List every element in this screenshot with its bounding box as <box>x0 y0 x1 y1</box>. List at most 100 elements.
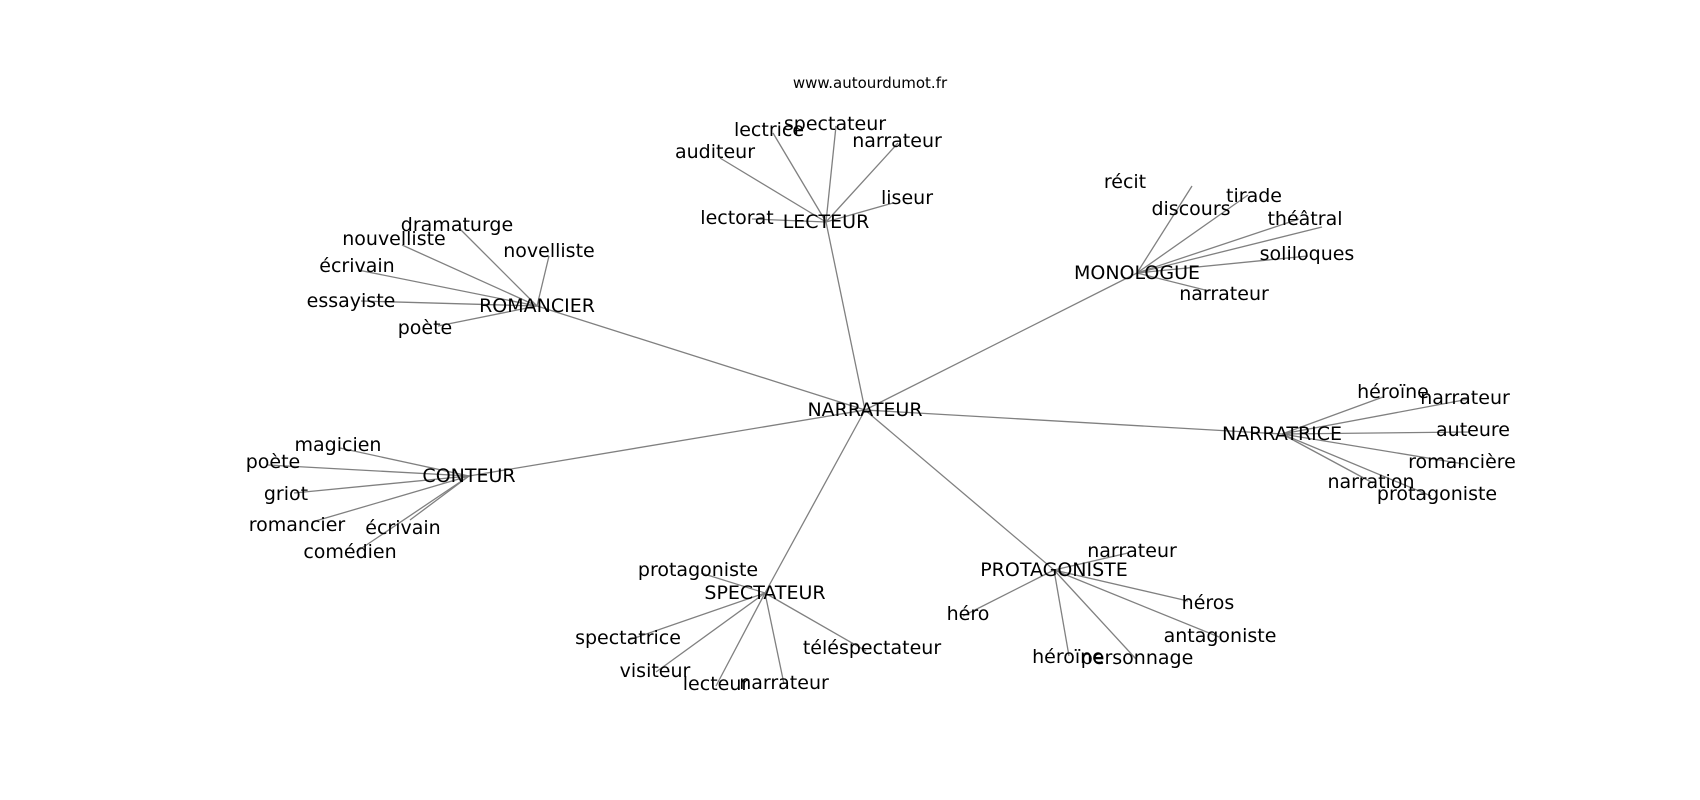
cluster-node-7: PROTAGONISTE <box>980 559 1128 581</box>
edge-c6-3 <box>655 592 766 673</box>
edge-c2-1 <box>459 228 538 307</box>
leaf-node-c4-5: narration <box>1327 471 1414 493</box>
leaf-node-c6-5: narrateur <box>739 672 829 694</box>
leaf-node-c2-2: nouvelliste <box>342 228 446 250</box>
edge-c1-5 <box>825 202 894 223</box>
leaf-node-c7-6: personnage <box>1081 647 1194 669</box>
edge-c1-1 <box>719 157 827 223</box>
leaf-node-c1-4: narrateur <box>852 130 942 152</box>
edge-c3-3 <box>1136 218 1300 274</box>
edge-c4-3 <box>1281 431 1471 435</box>
edge-c2-5 <box>360 300 538 307</box>
edge-c5-1 <box>339 447 470 477</box>
edge-c2-2 <box>401 244 538 307</box>
leaf-node-c5-5: écrivain <box>365 517 440 539</box>
leaf-node-c6-1: protagoniste <box>638 559 758 581</box>
leaf-node-c4-4: romancière <box>1408 451 1516 473</box>
leaf-node-c6-4: lecteur <box>683 673 750 695</box>
edge-c3-5 <box>1136 255 1309 274</box>
edge-c7-6 <box>1053 569 1137 660</box>
leaf-node-c5-4: romancier <box>249 514 346 536</box>
source-text: www.autourdumot.fr <box>793 74 948 92</box>
leaf-node-c5-3: griot <box>264 483 308 505</box>
edge-c5-2 <box>267 464 470 477</box>
cluster-node-5: CONTEUR <box>422 465 515 487</box>
leaf-node-c1-6: lectorat <box>700 207 773 229</box>
edge-root-4 <box>864 409 1283 435</box>
leaf-node-c4-2: narrateur <box>1420 387 1510 409</box>
leaf-node-c3-5: soliloques <box>1260 243 1355 265</box>
edge-c2-6 <box>437 305 538 327</box>
edge-c2-3 <box>536 255 550 307</box>
edge-root-6 <box>764 409 866 594</box>
leaf-node-c2-4: écrivain <box>319 255 394 277</box>
edge-c2-4 <box>357 269 538 307</box>
root-node: NARRATEUR <box>807 399 922 421</box>
leaf-node-c4-6: protagoniste <box>1377 483 1497 505</box>
edge-root-5 <box>468 409 866 477</box>
edge-c3-4 <box>1136 226 1323 274</box>
edge-root-7 <box>864 409 1055 571</box>
edge-c5-6 <box>355 475 470 553</box>
cluster-node-6: SPECTATEUR <box>704 582 825 604</box>
leaf-node-c2-6: poète <box>398 317 453 339</box>
leaf-node-c7-5: héroïne <box>1032 646 1104 668</box>
leaf-node-c2-5: essayiste <box>307 290 396 312</box>
edge-root-3 <box>864 272 1138 411</box>
edge-c7-1 <box>1053 552 1129 571</box>
edge-c3-6 <box>1136 272 1210 292</box>
edge-c6-2 <box>628 592 766 641</box>
leaf-node-c3-1: récit <box>1104 171 1146 193</box>
leaf-node-c6-3: visiteur <box>620 660 691 682</box>
leaf-node-c5-1: magicien <box>295 434 382 456</box>
edge-c5-4 <box>311 475 470 523</box>
leaf-node-c1-2: lectrice <box>734 119 804 141</box>
leaf-node-c2-1: dramaturge <box>401 214 513 236</box>
leaf-node-c4-3: auteure <box>1436 419 1510 441</box>
leaf-node-c7-2: héros <box>1182 592 1235 614</box>
leaf-node-c6-6: téléspectateur <box>803 637 941 659</box>
cluster-node-1: LECTEUR <box>783 211 870 233</box>
leaf-node-c1-3: spectateur <box>784 113 886 135</box>
cluster-node-2: ROMANCIER <box>479 295 595 317</box>
edge-c7-5 <box>1053 569 1070 657</box>
leaf-node-c2-3: novelliste <box>503 240 594 262</box>
edge-c4-4 <box>1281 433 1465 465</box>
leaf-node-c3-6: narrateur <box>1179 283 1269 305</box>
leaf-node-c4-1: héroïne <box>1357 381 1429 403</box>
edge-c1-6 <box>751 218 827 223</box>
leaf-node-c7-3: héro <box>947 603 990 625</box>
edge-c3-2 <box>1136 194 1249 274</box>
leaf-node-c3-2: discours <box>1151 198 1230 220</box>
edge-c1-3 <box>825 125 837 223</box>
edge-c1-4 <box>825 142 899 223</box>
leaf-node-c7-4: antagoniste <box>1164 625 1277 647</box>
edge-c6-5 <box>764 592 785 685</box>
edge-c1-2 <box>772 132 827 223</box>
leaf-node-c7-1: narrateur <box>1087 540 1177 562</box>
edge-c4-5 <box>1281 433 1374 484</box>
edge-c4-2 <box>1281 398 1470 435</box>
edge-c7-2 <box>1053 569 1189 602</box>
cluster-node-3: MONOLOGUE <box>1074 262 1200 284</box>
edge-c3-1 <box>1136 185 1193 274</box>
edge-c4-1 <box>1281 396 1384 435</box>
leaf-node-c3-3: tirade <box>1226 185 1282 207</box>
edge-c7-4 <box>1053 569 1220 638</box>
edge-c6-1 <box>700 572 766 594</box>
edge-layer <box>267 125 1471 687</box>
edge-c6-4 <box>715 592 766 687</box>
edge-c5-3 <box>293 475 470 494</box>
edge-c7-3 <box>962 569 1055 617</box>
edge-c6-6 <box>764 592 867 652</box>
cluster-node-4: NARRATRICE <box>1222 423 1342 445</box>
leaf-node-c1-5: liseur <box>881 187 933 209</box>
edge-root-2 <box>536 305 866 411</box>
leaf-node-c3-4: théâtral <box>1267 208 1342 230</box>
leaf-node-c6-2: spectatrice <box>575 627 681 649</box>
leaf-node-c5-2: poète <box>246 451 301 473</box>
leaf-node-c1-1: auditeur <box>675 141 755 163</box>
leaf-node-c5-6: comédien <box>303 541 396 563</box>
edge-root-1 <box>825 221 866 411</box>
